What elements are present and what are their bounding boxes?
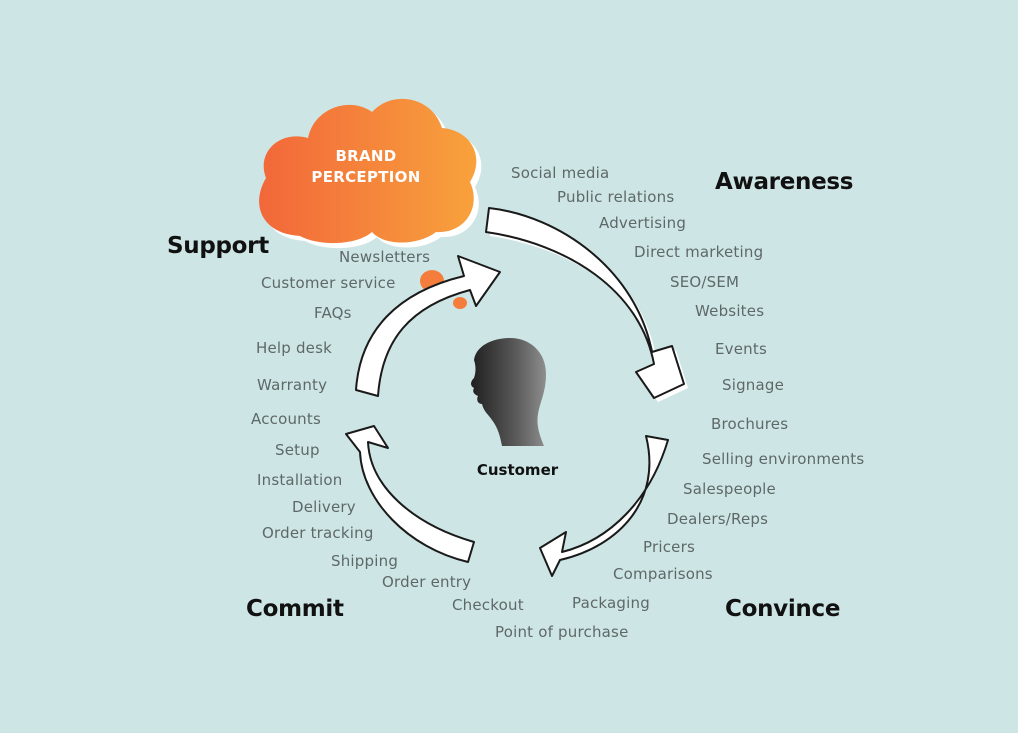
customer-label: Customer (476, 461, 559, 479)
convince-item: Packaging (572, 594, 650, 612)
awareness-arrow-icon (485, 207, 688, 402)
convince-item: Selling environments (702, 450, 865, 468)
commit-item: Order tracking (262, 524, 374, 542)
support-item: Newsletters (339, 248, 431, 266)
convince-item: Comparisons (613, 565, 713, 583)
phase-support: Support (167, 233, 269, 259)
support-item: FAQs (314, 304, 352, 322)
thought-dot-small-icon (453, 297, 467, 309)
convince-item: Salespeople (683, 480, 776, 498)
commit-item: Setup (275, 441, 320, 459)
convince-item: Point of purchase (495, 623, 629, 641)
awareness-item: Signage (722, 376, 785, 394)
convince-item: Pricers (643, 538, 695, 556)
commit-item: Accounts (251, 410, 321, 428)
phase-awareness: Awareness (715, 169, 854, 195)
awareness-item: SEO/SEM (670, 273, 740, 291)
customer-head-icon (471, 338, 546, 446)
awareness-item: Public relations (557, 188, 675, 206)
awareness-item: Direct marketing (634, 243, 764, 261)
support-arrow-icon (355, 255, 501, 397)
brand-cloud-icon (259, 98, 482, 249)
commit-item: Shipping (331, 552, 399, 570)
commit-item: Order entry (382, 573, 472, 591)
commit-item: Installation (257, 471, 343, 489)
commit-item: Delivery (292, 498, 356, 516)
commit-item: Checkout (452, 596, 524, 614)
support-item: Customer service (261, 274, 396, 292)
awareness-item: Websites (695, 302, 765, 320)
awareness-item: Advertising (599, 214, 687, 232)
commit-arrow-icon (345, 425, 475, 563)
support-item: Warranty (257, 376, 328, 394)
support-item: Help desk (256, 339, 333, 357)
brand-perception-label: BRAND PERCEPTION (311, 147, 421, 186)
phase-commit: Commit (246, 596, 344, 622)
awareness-item: Social media (511, 164, 610, 182)
convince-item: Brochures (711, 415, 789, 433)
phase-convince: Convince (725, 596, 841, 622)
awareness-item: Events (715, 340, 767, 358)
convince-item: Dealers/Reps (667, 510, 769, 528)
convince-arrow-icon (539, 435, 669, 577)
